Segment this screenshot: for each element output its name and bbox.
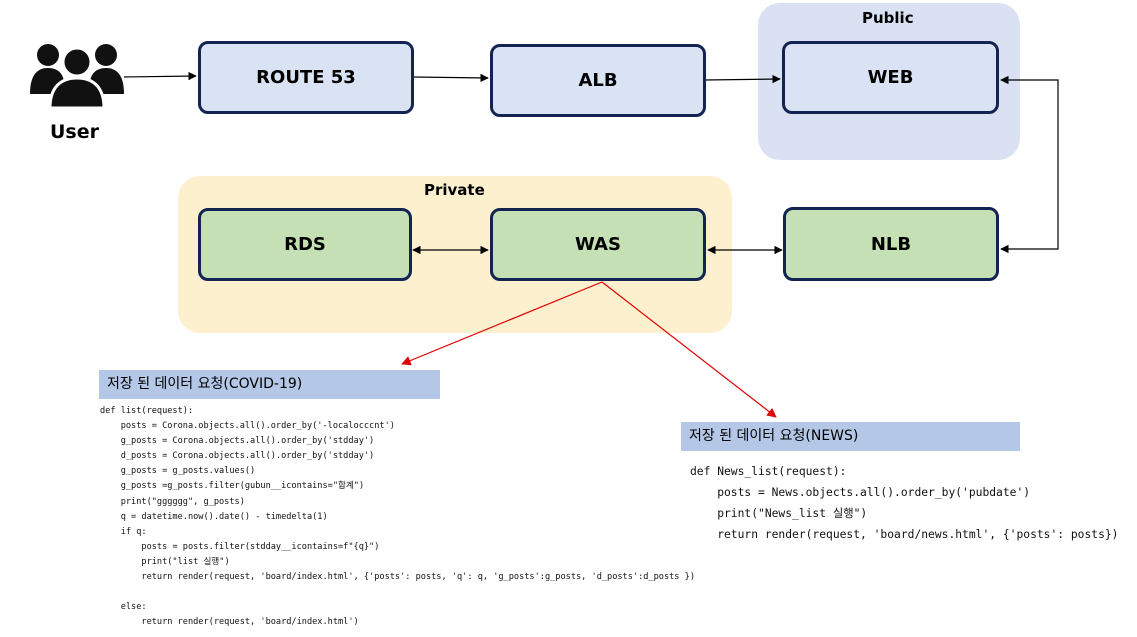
- arrow-was-covid: [401, 281, 603, 366]
- code-line: g_posts = g_posts.values(): [100, 466, 256, 477]
- code-line: def News_list(request):: [690, 465, 847, 478]
- code-line: print("News_list 실행"): [690, 507, 868, 520]
- news-code-block: def News_list(request): posts = News.obj…: [690, 461, 1118, 545]
- code-line: posts = posts.filter(stdday__icontains=f…: [100, 541, 380, 552]
- code-line: return render(request, 'board/index.html…: [100, 572, 695, 583]
- code-line: q = datetime.now().date() - timedelta(1): [100, 511, 328, 522]
- arrow-user-route53: [123, 71, 197, 81]
- code-line: print("gggggg", g_posts): [100, 496, 245, 507]
- private-zone-title: Private: [424, 181, 485, 199]
- nlb-node: NLB: [783, 207, 999, 281]
- code-line: print("list 실행"): [100, 556, 230, 567]
- covid-code-block: def list(request): posts = Corona.object…: [100, 404, 695, 630]
- code-line: g_posts =g_posts.filter(gubun__icontains…: [100, 481, 365, 492]
- code-line: return render(request, 'board/index.html…: [100, 617, 359, 628]
- covid-request-header: 저장 된 데이터 요청(COVID-19): [99, 370, 440, 399]
- alb-node: ALB: [490, 44, 706, 117]
- user-label: User: [50, 121, 99, 143]
- code-line: else:: [100, 602, 147, 613]
- arrow-web-nlb: [1000, 75, 1059, 254]
- web-node: WEB: [782, 41, 999, 114]
- arrow-route53-alb: [412, 73, 489, 83]
- arrow-was-news: [601, 281, 777, 418]
- public-zone-title: Public: [862, 9, 914, 27]
- code-line: def list(request):: [100, 406, 194, 416]
- was-node: WAS: [490, 208, 706, 281]
- code-line: posts = Corona.objects.all().order_by('-…: [100, 421, 395, 432]
- rds-node: RDS: [198, 208, 412, 281]
- route53-node: ROUTE 53: [198, 41, 414, 114]
- code-line: g_posts = Corona.objects.all().order_by(…: [100, 436, 375, 447]
- code-line: if q:: [100, 526, 147, 537]
- code-line: return render(request, 'board/news.html'…: [690, 528, 1119, 541]
- news-request-header: 저장 된 데이터 요청(NEWS): [681, 422, 1020, 451]
- arrow-alb-web: [704, 74, 781, 84]
- code-line: d_posts = Corona.objects.all().order_by(…: [100, 451, 375, 462]
- user-icon: [30, 40, 124, 110]
- code-line: [100, 585, 695, 600]
- code-line: posts = News.objects.all().order_by('pub…: [690, 486, 1031, 499]
